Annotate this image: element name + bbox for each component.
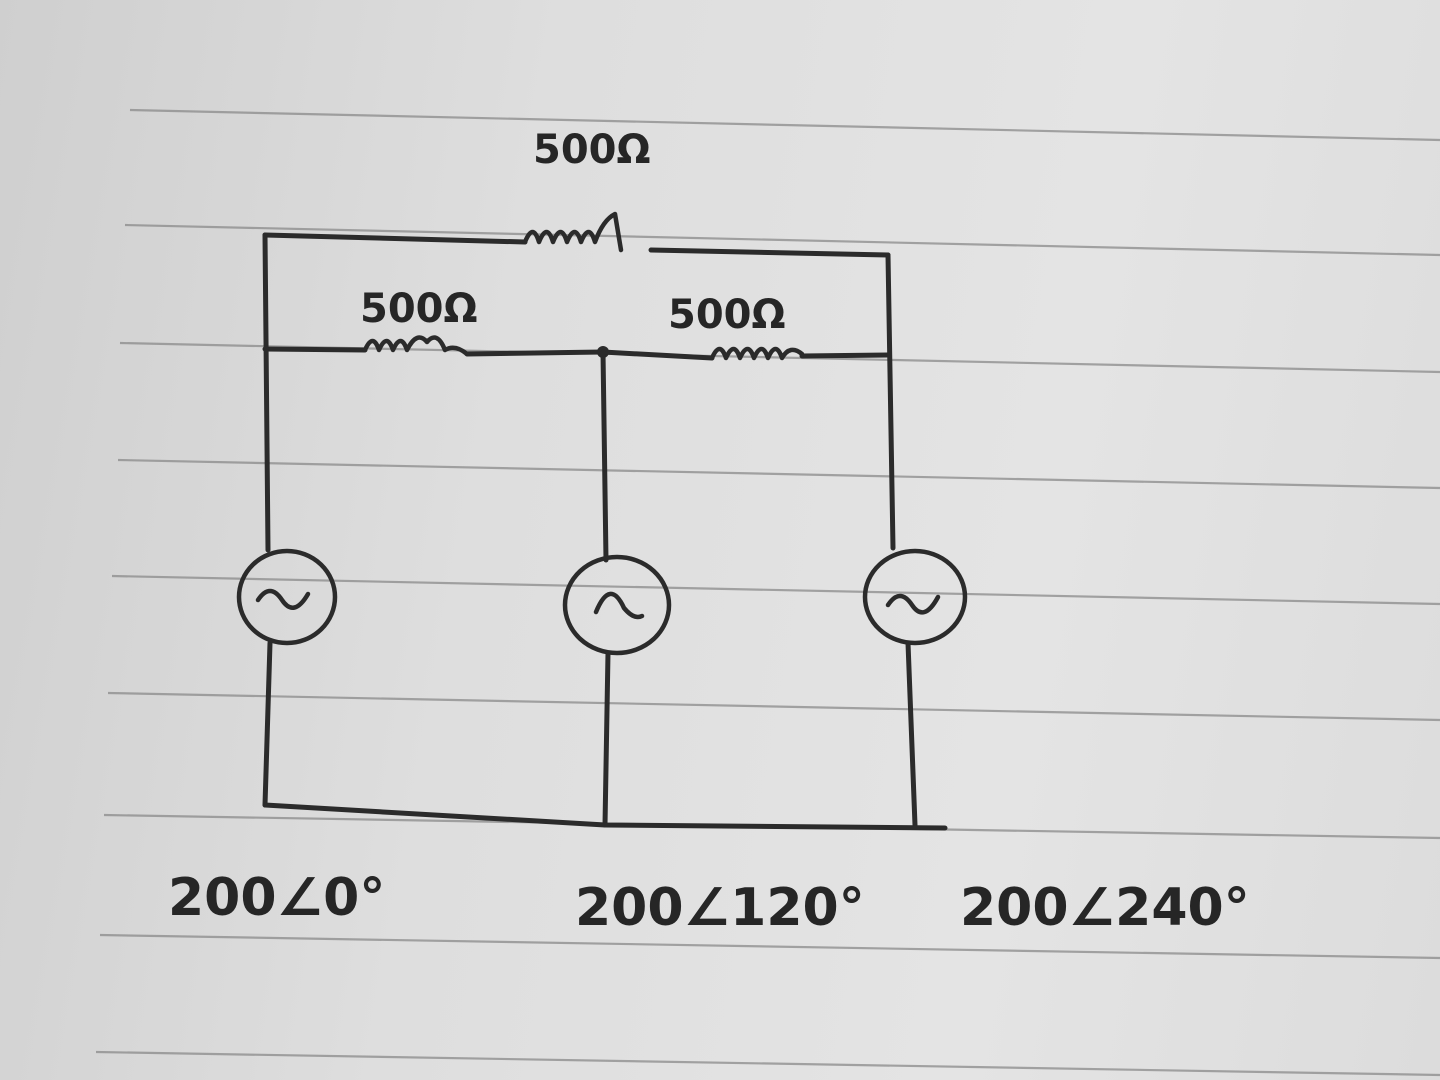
ruled-line bbox=[124, 223, 1440, 257]
middle-vertical-branch bbox=[562, 349, 672, 828]
ruled-line bbox=[107, 691, 1440, 722]
source-middle-label: 200∠120° bbox=[575, 878, 865, 938]
wire bbox=[464, 349, 606, 357]
resistor-right-label: 500Ω bbox=[668, 292, 786, 338]
left-vertical-branch bbox=[236, 232, 338, 808]
wire bbox=[602, 650, 611, 828]
source-left-label: 200∠0° bbox=[168, 868, 385, 928]
ruled-line bbox=[111, 574, 1440, 606]
ac-source-right-icon bbox=[862, 548, 968, 646]
wire bbox=[648, 247, 891, 258]
resistor-left-label: 500Ω bbox=[360, 286, 478, 332]
wire bbox=[905, 640, 918, 828]
ruled-line bbox=[129, 108, 1440, 142]
wire bbox=[885, 252, 896, 551]
top-resistor-branch bbox=[262, 211, 891, 258]
wire bbox=[262, 346, 368, 353]
ruled-line bbox=[99, 933, 1440, 960]
wire bbox=[799, 352, 891, 359]
wire bbox=[600, 349, 609, 563]
wire bbox=[262, 640, 273, 808]
ruled-line bbox=[95, 1050, 1440, 1077]
right-vertical-branch bbox=[862, 252, 968, 828]
source-right-label: 200∠240° bbox=[960, 878, 1250, 938]
sine-wave-icon bbox=[255, 588, 311, 610]
ruled-line bbox=[117, 458, 1440, 490]
wire bbox=[262, 232, 271, 553]
ac-source-left-icon bbox=[236, 548, 338, 646]
middle-branch bbox=[262, 335, 891, 361]
wire bbox=[600, 349, 715, 361]
sine-wave-icon bbox=[885, 593, 941, 615]
bottom-common-wire bbox=[262, 802, 948, 831]
resistor-left-symbol bbox=[362, 335, 470, 357]
resistor-top-symbol bbox=[522, 211, 624, 253]
sine-wave-icon bbox=[593, 591, 645, 620]
resistor-right-symbol bbox=[709, 346, 805, 361]
ac-source-middle-icon bbox=[562, 554, 672, 656]
wire bbox=[262, 232, 528, 245]
resistor-top-label: 500Ω bbox=[533, 127, 651, 173]
